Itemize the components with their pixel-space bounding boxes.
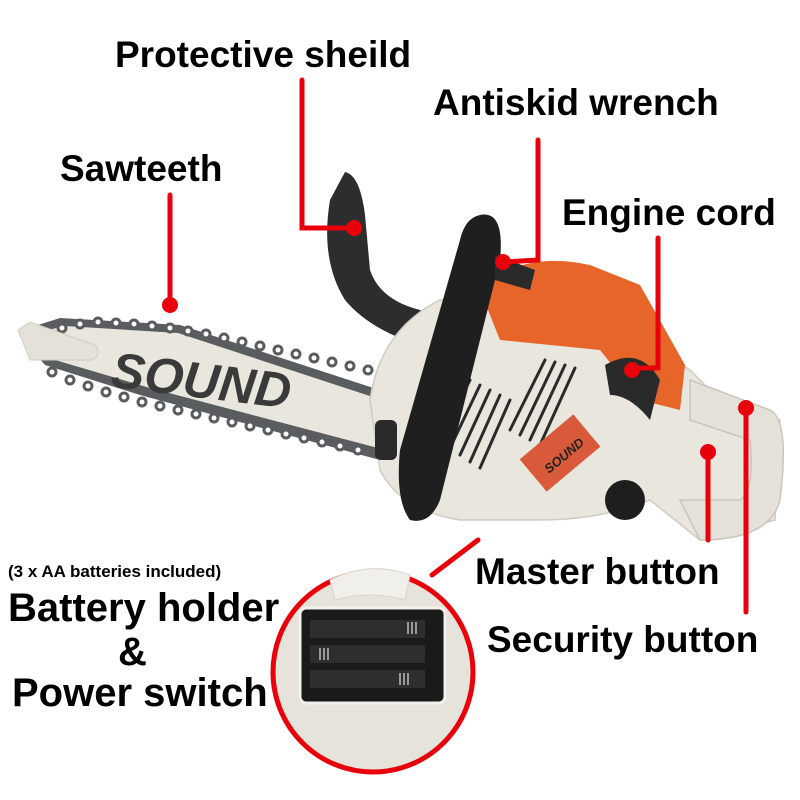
engine-cord-part [605,357,660,420]
front-handle [398,214,501,521]
callout-dots [162,220,754,460]
label-engine-cord: Engine cord [562,192,776,233]
label-ampersand: & [118,630,147,674]
label-power-switch: Power switch [12,671,268,715]
body-badge [519,414,601,492]
callout-lines [167,77,749,615]
label-master-button: Master button [475,551,720,592]
label-protective-shield: Protective sheild [115,34,412,75]
label-antiskid-wrench: Antiskid wrench [433,82,719,123]
label-sawteeth: Sawteeth [60,148,223,189]
guide-bar [17,316,395,460]
label-battery-holder: Battery holder [8,586,280,630]
knob [605,480,645,520]
label-battery-note: (3 x AA batteries included) [8,562,222,581]
battery-holder-closeup [270,568,476,775]
label-security-button: Security button [487,619,759,660]
protective-shield-part [327,172,440,345]
